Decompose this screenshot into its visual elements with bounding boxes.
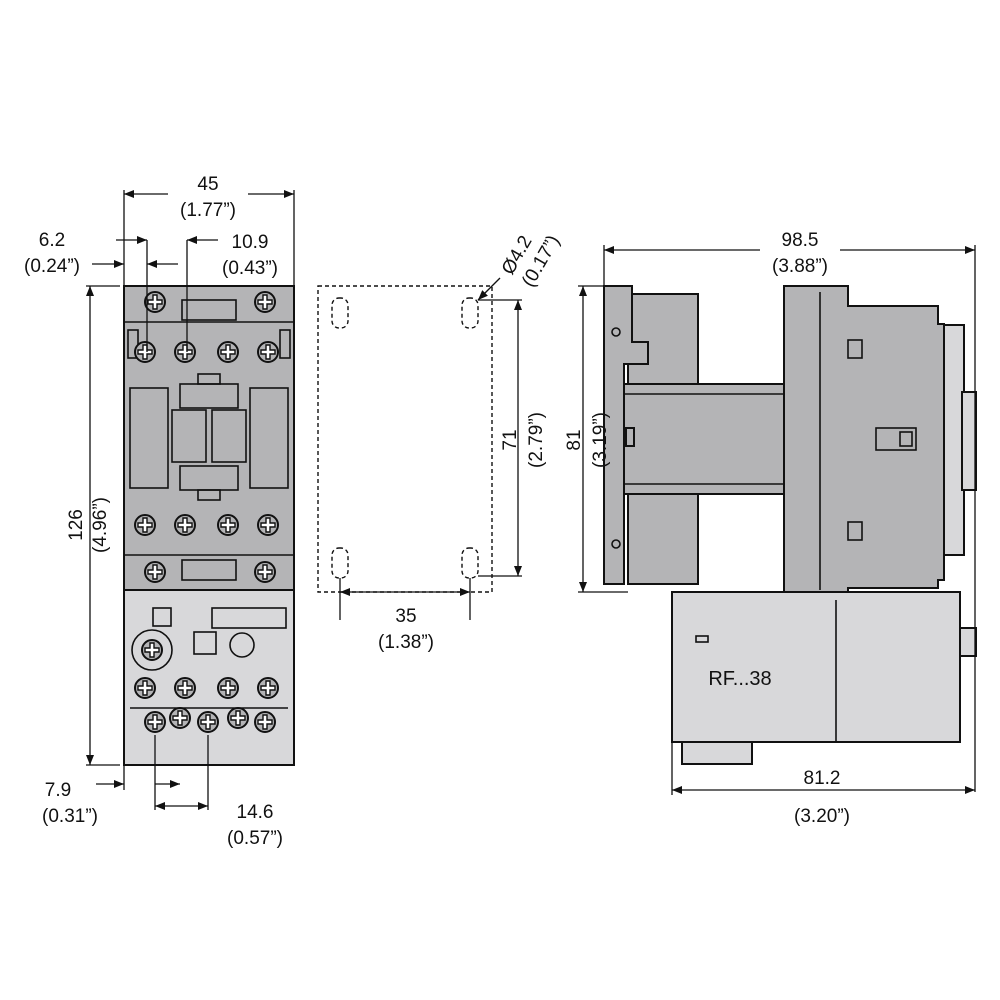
relay-offset-mm: 7.9: [45, 780, 71, 801]
side-height-mm: 81: [564, 429, 585, 450]
mount-vertical-in: (2.79”): [526, 412, 547, 468]
front-dimensions: 45 (1.77”) 6.2 (0.24”) 10.9 (0.43”) 126 …: [24, 174, 295, 849]
relay-label: RF...38: [708, 668, 771, 690]
relay-depth-in: (3.20”): [794, 806, 850, 827]
left-offset-in: (0.24”): [24, 256, 80, 277]
mount-horizontal-mm: 35: [395, 606, 416, 627]
height-in: (4.96”): [90, 497, 111, 553]
width-in: (1.77”): [180, 200, 236, 221]
width-mm: 45: [197, 174, 218, 195]
relay-offset-in: (0.31”): [42, 806, 98, 827]
mounting-view: 71 (2.79”) 35 (1.38”) Ø4.2 (0.17”): [317, 232, 564, 653]
side-height-in: (3.19”): [590, 412, 611, 468]
side-dimensions: 98.5 (3.88”) 81 (3.19”) 81.2 (3.20”): [564, 230, 976, 827]
relay-pitch-mm: 14.6: [237, 802, 274, 823]
height-mm: 126: [66, 509, 87, 541]
left-offset-mm: 6.2: [39, 230, 65, 251]
depth-mm: 98.5: [782, 230, 819, 251]
front-view: [123, 285, 295, 766]
relay-depth-mm: 81.2: [804, 768, 841, 789]
depth-in: (3.88”): [772, 256, 828, 277]
mount-vertical-mm: 71: [500, 429, 521, 450]
relay-pitch-in: (0.57”): [227, 828, 283, 849]
terminal-pitch-in: (0.43”): [222, 258, 278, 279]
side-view: RF...38: [603, 285, 977, 765]
mount-horizontal-in: (1.38”): [378, 632, 434, 653]
terminal-pitch-mm: 10.9: [232, 232, 269, 253]
